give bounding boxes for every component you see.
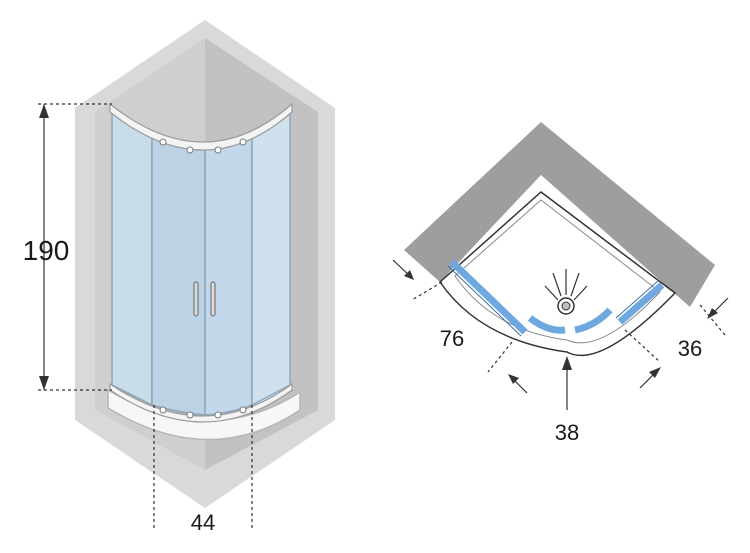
drain-icon bbox=[544, 269, 588, 315]
plan-seal-edges bbox=[447, 265, 659, 337]
height-dimension bbox=[38, 103, 112, 391]
isometric-view: 190 44 bbox=[23, 20, 335, 535]
height-label: 190 bbox=[23, 235, 70, 266]
glass-panel-right bbox=[251, 108, 291, 407]
plan-view: 76 38 36 bbox=[392, 122, 729, 445]
front-label: 38 bbox=[555, 420, 579, 445]
glass-panel-left bbox=[111, 108, 153, 407]
glass-door-left bbox=[151, 130, 206, 416]
width-label: 44 bbox=[191, 510, 215, 535]
plan-seals bbox=[449, 259, 665, 335]
plan-wall bbox=[404, 122, 715, 307]
right-label: 36 bbox=[678, 336, 702, 361]
door-rollers bbox=[159, 138, 247, 419]
plan-dimensions bbox=[392, 259, 729, 410]
left-label: 76 bbox=[440, 326, 464, 351]
plan-tray-inner bbox=[454, 199, 661, 344]
glass-door-right bbox=[204, 130, 253, 416]
bottom-frame bbox=[109, 382, 293, 423]
handle-right bbox=[210, 281, 216, 317]
handle-left bbox=[193, 281, 199, 317]
width-dimension bbox=[153, 405, 253, 530]
